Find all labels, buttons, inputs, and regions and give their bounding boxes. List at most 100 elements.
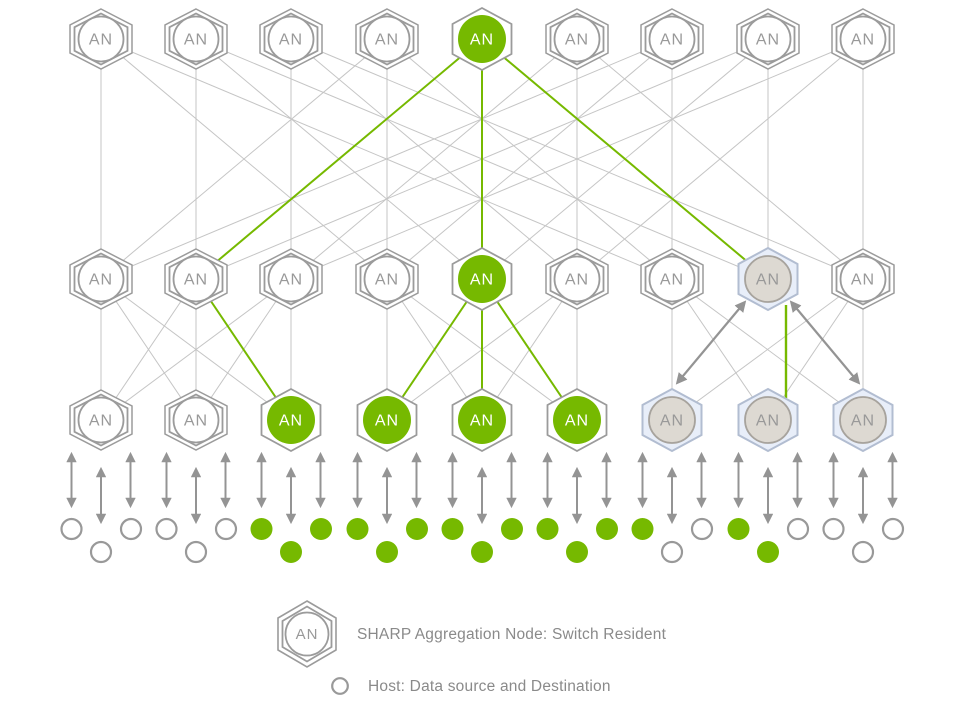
an-node-middle-6: AN xyxy=(545,248,609,310)
host-white-2-3 xyxy=(214,517,238,541)
an-node-bottom-2: AN xyxy=(164,389,228,451)
green-link-line xyxy=(481,278,578,421)
an-node-top-1: AN xyxy=(69,8,133,70)
an-node-top-5: AN xyxy=(451,6,513,72)
host-white-9-1 xyxy=(822,517,845,541)
host-green-4-1 xyxy=(346,518,369,540)
node-label: AN xyxy=(660,413,684,430)
node-label: AN xyxy=(470,413,494,430)
an-node-top-2: AN xyxy=(164,8,228,70)
node-label: AN xyxy=(851,272,875,289)
node-label: AN xyxy=(565,32,589,49)
node-circle xyxy=(363,396,411,444)
node-circle xyxy=(77,396,125,444)
link-line xyxy=(100,38,673,280)
node-label: AN xyxy=(375,32,399,49)
node-label: AN xyxy=(279,272,303,289)
node-label: AN xyxy=(279,32,303,49)
node-circle xyxy=(172,396,220,444)
host-legend-icon xyxy=(331,677,349,695)
node-circle xyxy=(553,396,601,444)
aggregation-arrows-layer xyxy=(675,300,861,385)
an-node-middle-2: AN xyxy=(164,248,228,310)
link-line xyxy=(386,38,673,280)
node-label: AN xyxy=(184,272,208,289)
an-node-middle-8: AN xyxy=(737,246,799,312)
host-green-8-1 xyxy=(727,518,750,540)
an-node-bottom-4: AN xyxy=(356,387,418,453)
host-green-3-2 xyxy=(280,541,302,563)
host-white-1-3 xyxy=(119,517,143,541)
link-line xyxy=(576,38,864,280)
node-circle xyxy=(553,15,601,63)
node-circle xyxy=(744,396,792,444)
node-label: AN xyxy=(89,272,113,289)
an-node-top-6: AN xyxy=(545,8,609,70)
host-green-3-3 xyxy=(310,518,332,540)
node-circle xyxy=(267,396,315,444)
node-circle xyxy=(839,396,887,444)
link-line xyxy=(290,38,864,280)
green-link-line xyxy=(386,278,483,421)
node-label: AN xyxy=(565,413,589,430)
node-label: AN xyxy=(470,272,494,289)
node-circle xyxy=(744,255,792,303)
host-white-8-3 xyxy=(786,517,810,541)
host-white-2-1 xyxy=(155,517,178,541)
node-label: AN xyxy=(184,413,208,430)
node-label: AN xyxy=(375,272,399,289)
aggregation-arrow xyxy=(675,300,747,385)
host-white-7-3 xyxy=(690,517,714,541)
legend-label-host: Host: Data source and Destination xyxy=(368,678,611,695)
node-circle xyxy=(553,255,601,303)
an-node-top-9: AN xyxy=(831,8,895,70)
node-circle xyxy=(172,255,220,303)
node-circle xyxy=(839,255,887,303)
host-green-5-1 xyxy=(441,518,464,540)
link-line xyxy=(100,38,388,280)
host-green-6-2 xyxy=(566,541,588,563)
node-label: AN xyxy=(660,272,684,289)
host-green-4-2 xyxy=(376,541,398,563)
an-node-bottom-5: AN xyxy=(451,387,513,453)
node-circle xyxy=(363,15,411,63)
link-line xyxy=(100,278,197,421)
node-circle xyxy=(77,15,125,63)
node-label: AN xyxy=(184,32,208,49)
host-green-7-1 xyxy=(631,518,654,540)
node-circle xyxy=(458,255,506,303)
an-node-bottom-1: AN xyxy=(69,389,133,451)
host-white-9-2 xyxy=(851,540,875,564)
node-circle xyxy=(284,611,330,657)
host-green-4-3 xyxy=(406,518,428,540)
node-label: AN xyxy=(279,413,303,430)
legend-label-aggregation-node: SHARP Aggregation Node: Switch Resident xyxy=(357,626,667,643)
host-white-1-1 xyxy=(60,517,83,541)
host-green-5-3 xyxy=(501,518,523,540)
green-link-line xyxy=(481,38,769,280)
node-circle xyxy=(77,255,125,303)
an-node-middle-5: AN xyxy=(451,246,513,312)
an-node-top-4: AN xyxy=(355,8,419,70)
an-node-bottom-7: AN xyxy=(641,387,703,453)
host-white-2-2 xyxy=(184,540,208,564)
node-label: AN xyxy=(851,32,875,49)
node-label: AN xyxy=(565,272,589,289)
green-link-line xyxy=(195,278,292,421)
an-node-middle-4: AN xyxy=(355,248,419,310)
host-white-9-3 xyxy=(881,517,905,541)
node-label: AN xyxy=(89,32,113,49)
node-label: AN xyxy=(756,413,780,430)
an-node-middle-7: AN xyxy=(640,248,704,310)
nodes-layer: AN AN AN AN AN AN AN AN AN AN AN AN AN AN AN AN AN AN AN AN… xyxy=(69,6,895,453)
an-node-middle-9: AN xyxy=(831,248,895,310)
an-node-top-8: AN xyxy=(736,8,800,70)
node-circle xyxy=(458,396,506,444)
node-circle xyxy=(363,255,411,303)
an-node-bottom-9: AN xyxy=(832,387,894,453)
an-node-middle-1: AN xyxy=(69,248,133,310)
aggregation-node-legend-icon: AN xyxy=(277,600,337,668)
node-label: AN xyxy=(756,272,780,289)
